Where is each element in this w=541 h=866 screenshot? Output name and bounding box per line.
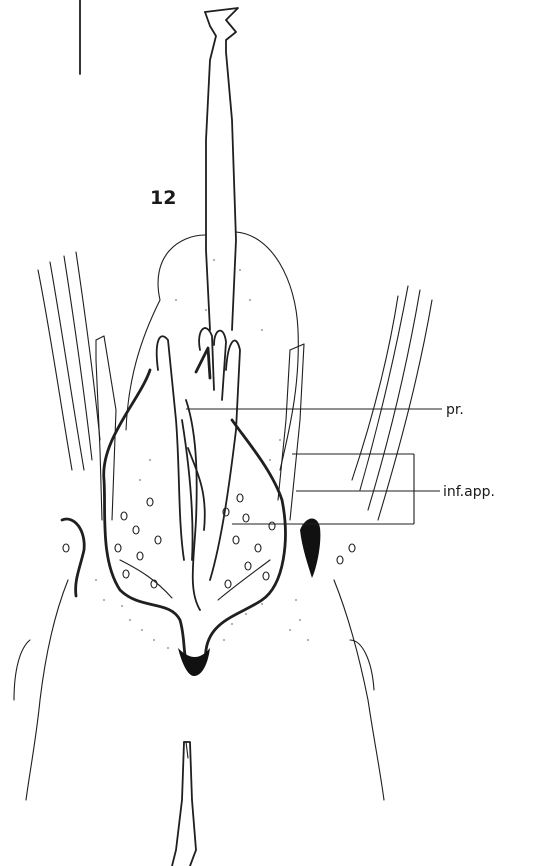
label-pr: pr. xyxy=(446,402,464,418)
aedeagus-tube xyxy=(205,8,238,330)
stipple-shading xyxy=(95,259,309,649)
parameres xyxy=(188,328,226,530)
left-body-contour xyxy=(14,580,68,800)
right-cercus xyxy=(278,344,304,520)
right-body-contour xyxy=(334,580,384,800)
left-lateral-hook xyxy=(62,519,84,596)
lower-stem xyxy=(172,742,196,866)
label-inf-app: inf.app. xyxy=(443,484,495,500)
figure-number: 12 xyxy=(150,187,176,209)
leader-lines xyxy=(186,409,442,524)
right-fringe xyxy=(352,286,432,520)
left-fringe xyxy=(38,252,100,470)
right-lateral-knob xyxy=(300,518,320,578)
